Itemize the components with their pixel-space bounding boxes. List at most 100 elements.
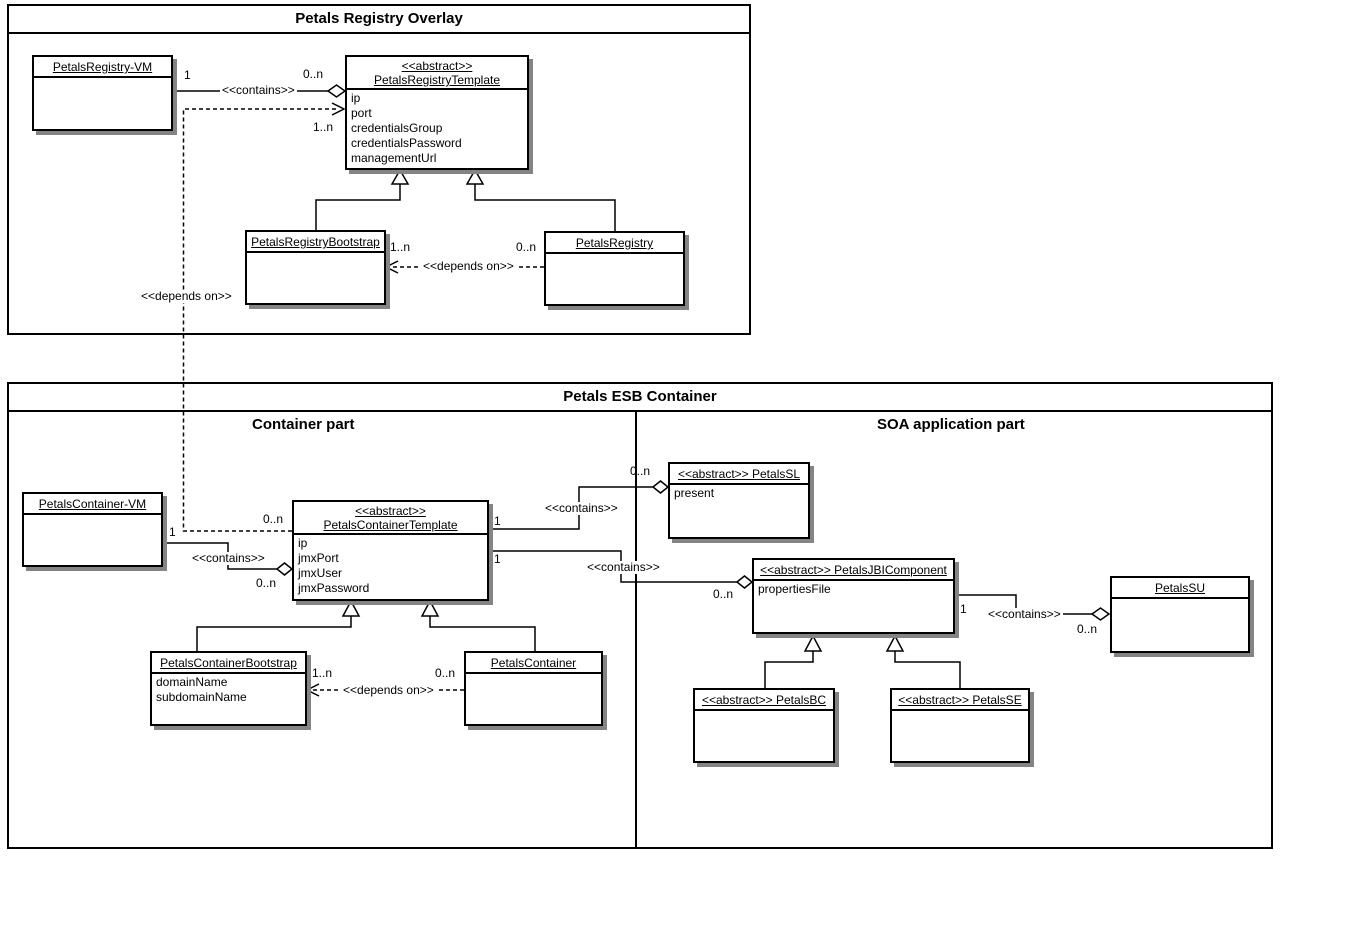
class-attributes-compartment [34, 78, 171, 129]
class-attributes-compartment [892, 711, 1028, 761]
class-petalsse[interactable]: <<abstract>> PetalsSE [890, 688, 1030, 763]
class-name-compartment: PetalsRegistry-VM [34, 57, 171, 78]
class-attributes-compartment: propertiesFile [754, 581, 953, 632]
package-title-registry-overlay: Petals Registry Overlay [9, 6, 749, 34]
class-petalscontainertemplate[interactable]: <<abstract>> PetalsContainerTemplate ip … [292, 500, 489, 601]
multiplicity-label: 1 [494, 514, 501, 528]
class-petalssl[interactable]: <<abstract>> PetalsSL present [668, 462, 810, 539]
line-generalization-petalsse [894, 651, 961, 688]
attribute: propertiesFile [758, 582, 831, 596]
multiplicity-label: 1..n [312, 666, 333, 680]
attribute: present [674, 486, 715, 500]
multiplicity-label: 1 [960, 602, 967, 616]
association-stereotype-label: <<contains>> [543, 501, 620, 515]
multiplicity-label: 0..n [713, 587, 734, 601]
package-part-divider [635, 410, 637, 849]
class-name-compartment: PetalsContainer [466, 653, 601, 674]
class-attributes-compartment [466, 674, 601, 724]
association-stereotype-label: <<depends on>> [341, 683, 436, 697]
generalization-triangle-registrybootstrap [390, 168, 410, 185]
class-attributes-compartment: present [670, 485, 808, 537]
multiplicity-label: 0..n [516, 240, 537, 254]
package-title-esb-container: Petals ESB Container [9, 384, 1271, 412]
aggregation-diamond-petalssu [1090, 607, 1111, 621]
generalization-triangle-petalsbc [803, 634, 823, 652]
multiplicity-label: 0..n [303, 67, 324, 81]
line-dependson-containertemplate-registrytemplate [182, 108, 339, 532]
class-attributes-compartment [247, 253, 384, 303]
class-attributes-compartment [1112, 599, 1248, 651]
multiplicity-label: 0..n [256, 576, 277, 590]
generalization-triangle-petalsse [885, 634, 905, 652]
association-stereotype-label: <<contains>> [220, 83, 297, 97]
association-stereotype-label: <<contains>> [986, 607, 1063, 621]
class-petalsjbicomponent[interactable]: <<abstract>> PetalsJBIComponent properti… [752, 558, 955, 634]
class-name-compartment: <<abstract>> PetalsJBIComponent [754, 560, 953, 581]
association-stereotype-label: <<contains>> [190, 551, 267, 565]
line-generalization-registrybootstrap [315, 184, 401, 230]
multiplicity-label: 0..n [263, 512, 284, 526]
multiplicity-label: 1..n [390, 240, 411, 254]
attribute: ip [298, 536, 308, 550]
class-attributes-compartment [695, 711, 833, 761]
generalization-triangle-petalsregistry [465, 168, 485, 185]
class-petalsregistrytemplate[interactable]: <<abstract>> PetalsRegistryTemplate ip p… [345, 55, 529, 170]
dependency-arrowhead-registrybootstrap [384, 260, 399, 274]
generalization-triangle-petalscontainer [420, 599, 440, 617]
line-generalization-containerbootstrap [196, 616, 352, 651]
attribute: jmxPort [298, 551, 339, 565]
class-petalsregistry[interactable]: PetalsRegistry [544, 231, 685, 306]
class-petalsregistrybootstrap[interactable]: PetalsRegistryBootstrap [245, 230, 386, 305]
line-generalization-petalscontainer [429, 616, 536, 651]
aggregation-diamond-containertemplate [275, 562, 294, 576]
attribute: domainName [156, 675, 228, 689]
attribute: ip [351, 91, 361, 105]
class-attributes-compartment [24, 515, 161, 565]
class-attributes-compartment: domainName subdomainName [152, 674, 305, 724]
class-attributes-compartment: ip jmxPort jmxUser jmxPassword [294, 535, 487, 599]
class-attributes-compartment [546, 254, 683, 304]
class-petalscontainer-vm[interactable]: PetalsContainer-VM [22, 492, 163, 567]
attribute: credentialsGroup [351, 121, 443, 135]
class-petalsregistry-vm[interactable]: PetalsRegistry-VM [32, 55, 173, 131]
class-name-compartment: <<abstract>> PetalsSE [892, 690, 1028, 711]
association-stereotype-label: <<depends on>> [421, 259, 516, 273]
multiplicity-label: 1 [169, 525, 176, 539]
class-name-compartment: PetalsRegistry [546, 233, 683, 254]
aggregation-diamond-petalsjbicomponent [735, 575, 754, 589]
part-title-container-part: Container part [252, 416, 355, 433]
class-name-compartment: <<abstract>> PetalsContainerTemplate [294, 502, 487, 535]
multiplicity-label: 0..n [1077, 622, 1098, 636]
dependency-arrowhead-registrytemplate [331, 102, 346, 116]
multiplicity-label: 1 [494, 552, 501, 566]
class-name-compartment: <<abstract>> PetalsBC [695, 690, 833, 711]
multiplicity-label: 0..n [630, 464, 651, 478]
attribute: port [351, 106, 372, 120]
class-petalscontainer[interactable]: PetalsContainer [464, 651, 603, 726]
multiplicity-label: 1 [184, 68, 191, 82]
class-name-compartment: PetalsSU [1112, 578, 1248, 599]
dependency-arrowhead-containerbootstrap [305, 683, 320, 697]
association-stereotype-label: <<depends on>> [139, 289, 234, 303]
line-generalization-petalsbc [764, 651, 814, 688]
class-name-compartment: PetalsContainer-VM [24, 494, 161, 515]
generalization-triangle-containerbootstrap [341, 599, 361, 617]
multiplicity-label: 0..n [435, 666, 456, 680]
aggregation-diamond-petalssl [651, 480, 670, 494]
class-name-compartment: PetalsRegistryBootstrap [247, 232, 384, 253]
part-title-soa-application-part: SOA application part [877, 416, 1025, 433]
class-petalssu[interactable]: PetalsSU [1110, 576, 1250, 653]
attribute: credentialsPassword [351, 136, 462, 150]
attribute: jmxPassword [298, 581, 370, 595]
line-generalization-petalsregistry [474, 184, 616, 231]
attribute: managementUrl [351, 151, 437, 165]
attribute: jmxUser [298, 566, 342, 580]
association-stereotype-label: <<contains>> [585, 560, 662, 574]
class-name-compartment: <<abstract>> PetalsRegistryTemplate [347, 57, 527, 90]
class-petalscontainerbootstrap[interactable]: PetalsContainerBootstrap domainName subd… [150, 651, 307, 726]
class-petalsbc[interactable]: <<abstract>> PetalsBC [693, 688, 835, 763]
class-name-compartment: <<abstract>> PetalsSL [670, 464, 808, 485]
attribute: subdomainName [156, 690, 247, 704]
class-name-compartment: PetalsContainerBootstrap [152, 653, 305, 674]
